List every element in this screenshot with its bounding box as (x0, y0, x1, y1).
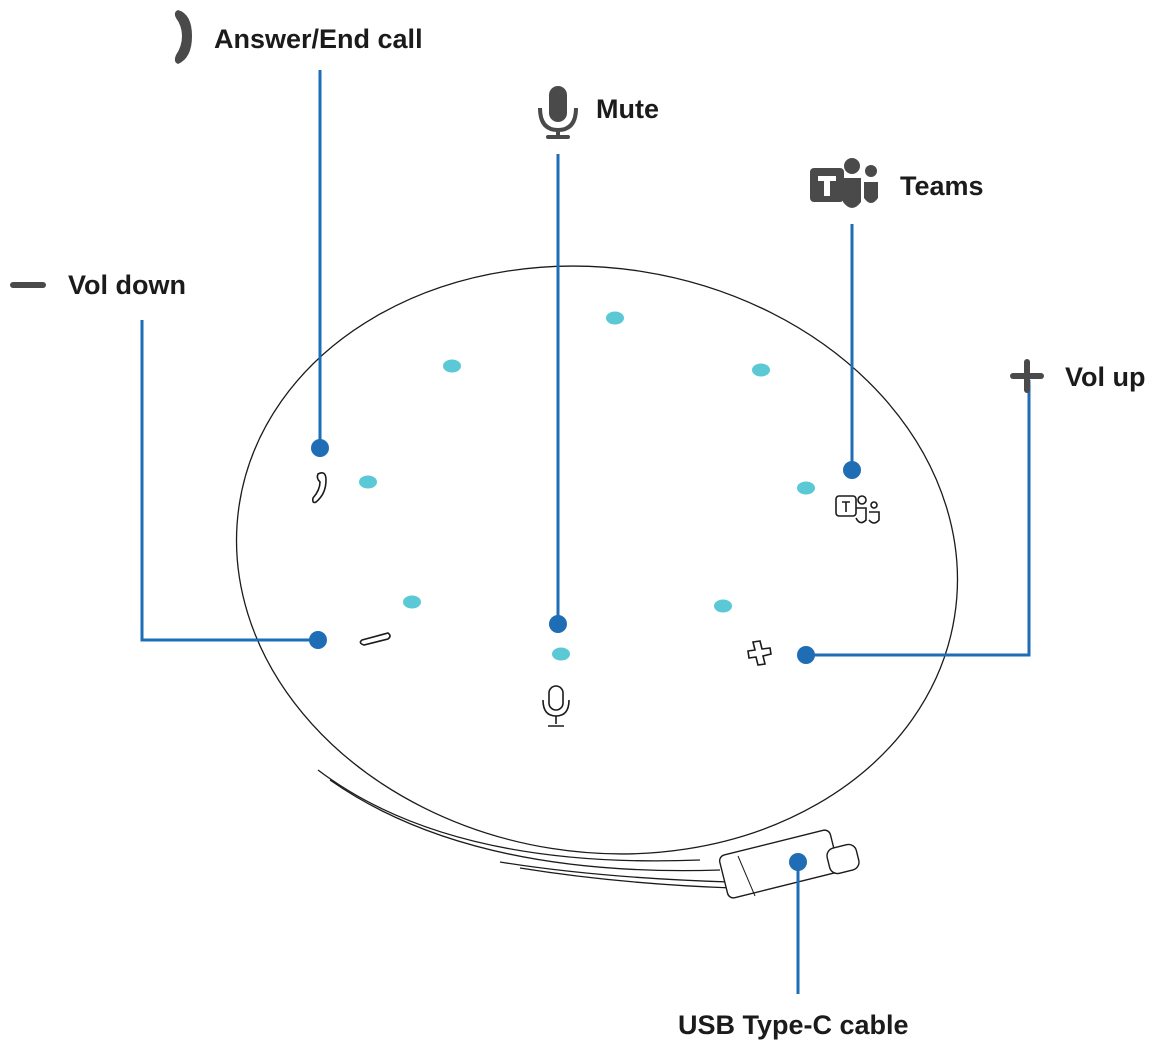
led-indicator (403, 595, 421, 609)
cable-body-2 (519, 867, 734, 889)
connector-seam (737, 855, 756, 897)
minus-icon (10, 282, 46, 288)
led-indicator (714, 599, 732, 613)
device-outline (235, 265, 959, 855)
voldown-callout-line (140, 320, 318, 642)
led-indicator (606, 311, 624, 325)
led-ring (359, 311, 815, 661)
teams-logo-icon (810, 158, 878, 208)
answer-end-call-label: Answer/End call (214, 24, 423, 54)
volup-callout-line (806, 380, 1031, 657)
device-base-edge (317, 769, 701, 862)
plus-button-icon[interactable] (747, 640, 772, 666)
teams-button-icon[interactable] (835, 495, 880, 524)
mute-callout-dot (549, 615, 567, 633)
connector-housing (718, 829, 840, 899)
voldown-callout-dot (309, 631, 327, 649)
led-indicator (797, 481, 815, 495)
answer-callout-dot (311, 439, 329, 457)
led-indicator (443, 359, 461, 373)
led-indicator (552, 647, 570, 661)
callout-lines (140, 70, 1031, 994)
mute-label: Mute (596, 94, 659, 124)
volup-callout-dot (797, 646, 815, 664)
usb-type-c-cable-label: USB Type-C cable (678, 1010, 909, 1040)
usb-callout-dot (789, 853, 807, 871)
vol-down-label: Vol down (68, 270, 186, 300)
device-base-edge-2 (329, 779, 721, 872)
phone-button-icon[interactable] (312, 472, 327, 504)
usb-c-connector (718, 829, 860, 899)
microphone-icon (538, 86, 578, 139)
teams-label: Teams (900, 171, 984, 201)
label-icons (10, 10, 1044, 393)
teams-callout-dot (843, 461, 861, 479)
speakerphone-device (235, 265, 959, 889)
cable-body (499, 861, 731, 883)
device-button-icons (312, 472, 880, 727)
phone-handset-icon (174, 10, 192, 64)
led-indicator (359, 475, 377, 489)
vol-up-label: Vol up (1065, 362, 1146, 392)
callout-dots (309, 439, 861, 871)
plus-icon (1010, 359, 1044, 393)
mic-button-icon[interactable] (542, 685, 570, 727)
connector-tip (826, 843, 860, 875)
minus-button-icon[interactable] (359, 632, 391, 646)
led-indicator (752, 363, 770, 377)
